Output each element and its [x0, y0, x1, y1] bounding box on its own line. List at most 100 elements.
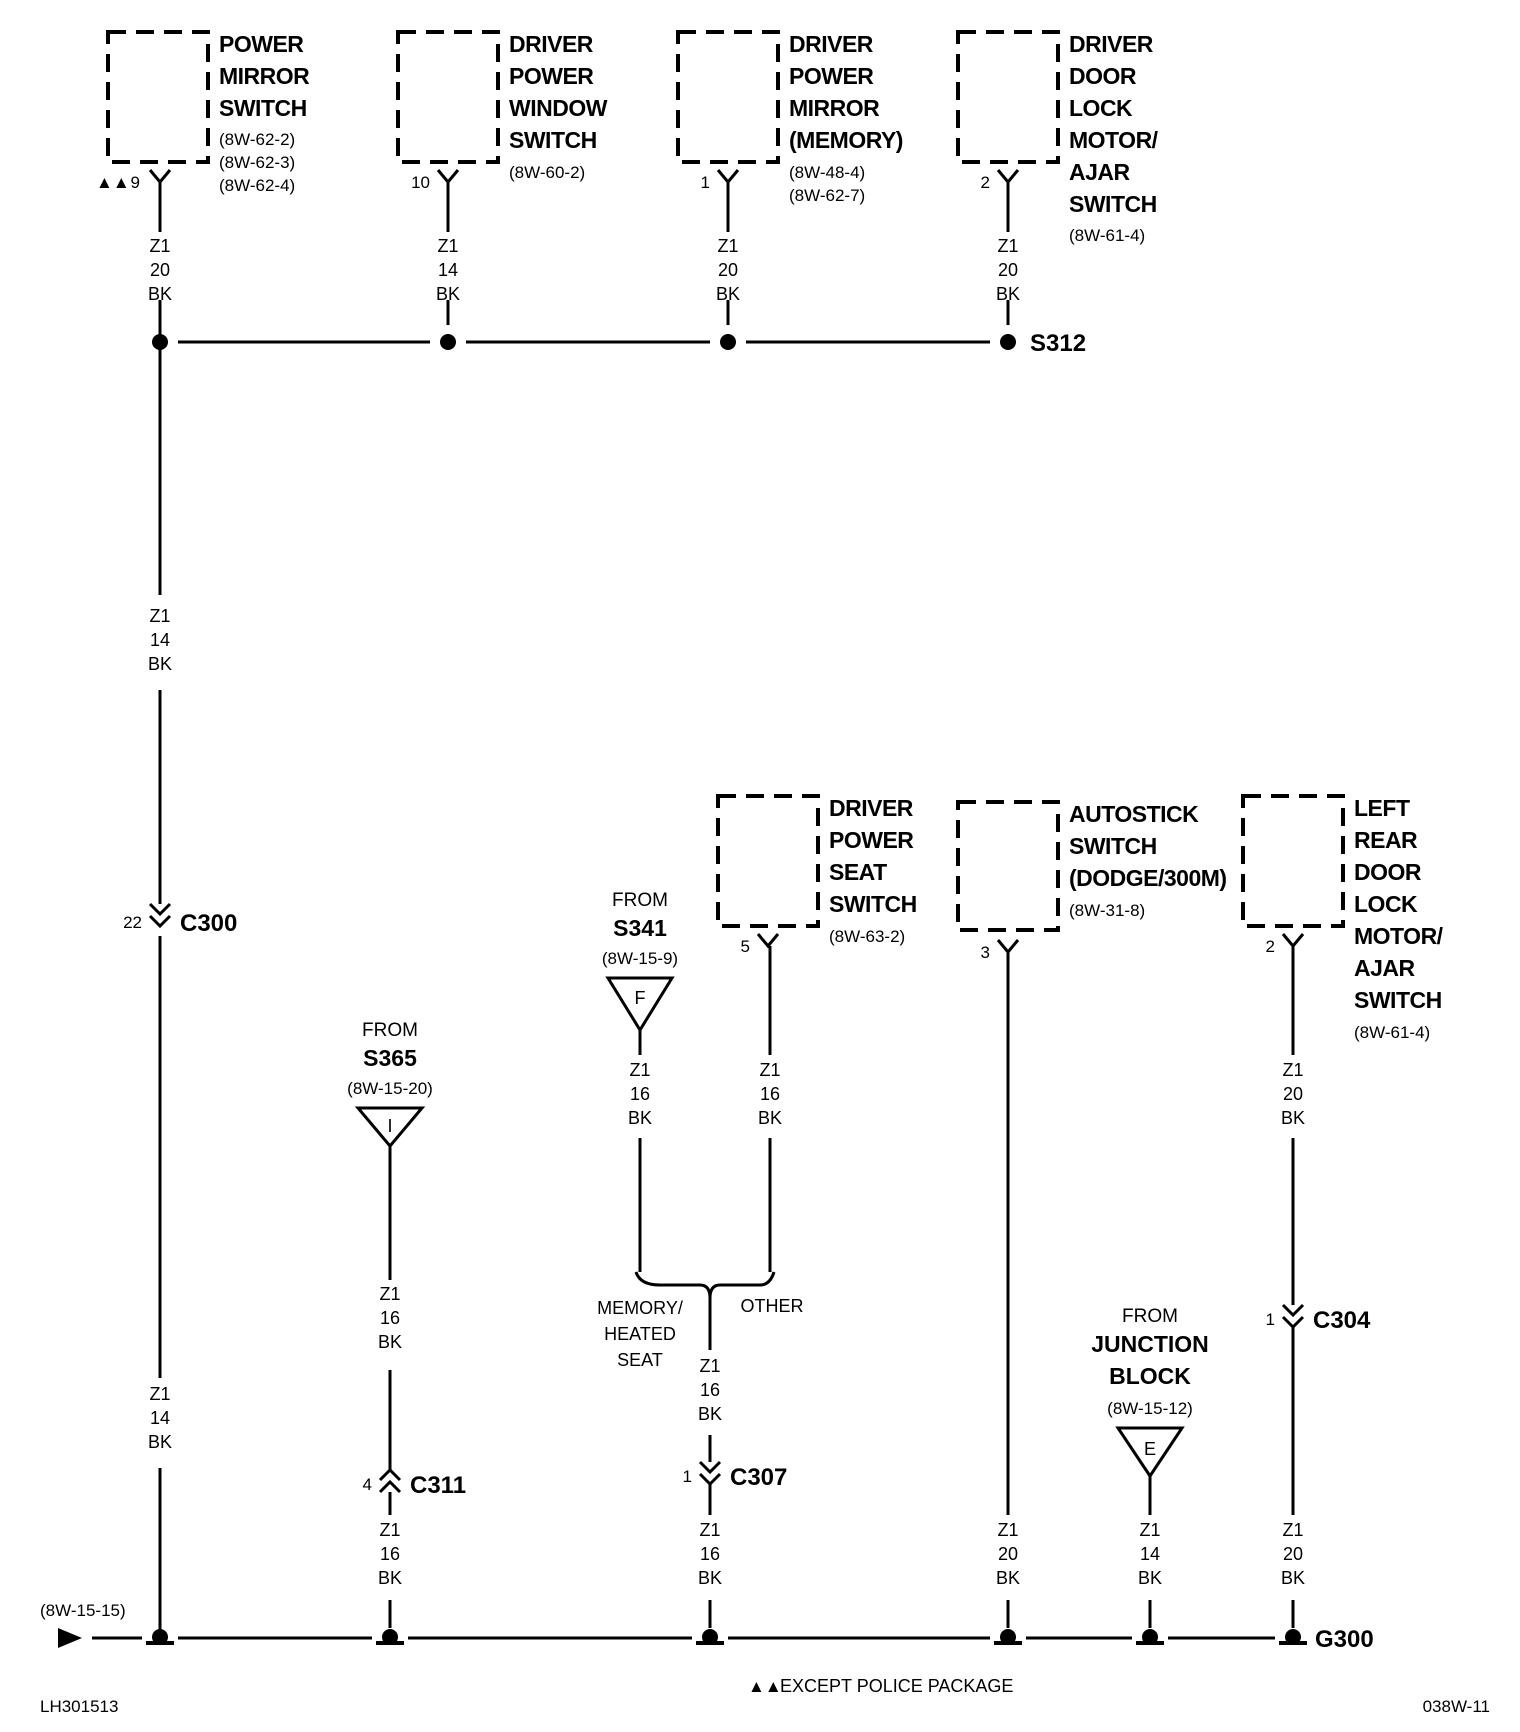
svg-text:BK: BK	[996, 284, 1020, 304]
driver-power-mirror-box	[676, 30, 780, 164]
svg-text:SWITCH: SWITCH	[829, 891, 917, 917]
connector-label: C304	[1313, 1307, 1371, 1334]
connector-pin: 22	[123, 913, 142, 932]
svg-text:(8W-15-12): (8W-15-12)	[1107, 1399, 1193, 1418]
svg-text:BK: BK	[758, 1108, 782, 1128]
svg-text:(8W-48-4): (8W-48-4)	[789, 163, 865, 182]
c300-connector	[148, 902, 172, 917]
svg-text:SWITCH: SWITCH	[1069, 833, 1157, 859]
svg-text:LEFT: LEFT	[1354, 795, 1410, 821]
driver-power-seat-switch-label: DRIVER POWER SEAT SWITCH (8W-63-2)	[829, 795, 917, 946]
svg-text:HEATED: HEATED	[604, 1324, 676, 1344]
splice-dot	[152, 334, 168, 350]
pin-y-3	[716, 169, 740, 185]
left-rear-door-lock-box	[1241, 794, 1345, 928]
power-mirror-switch-box	[106, 30, 210, 164]
left-rear-door-lock-label: LEFT REAR DOOR LOCK MOTOR/ AJAR SWITCH (…	[1354, 795, 1444, 1042]
svg-text:MIRROR: MIRROR	[219, 63, 310, 89]
svg-text:20: 20	[998, 1544, 1018, 1564]
splice-brace	[634, 1271, 776, 1299]
svg-text:BK: BK	[1281, 1568, 1305, 1588]
pin-number: 2	[1266, 937, 1275, 956]
svg-text:DOOR: DOOR	[1354, 859, 1422, 885]
svg-text:DRIVER: DRIVER	[509, 31, 594, 57]
ground-eyelet	[376, 1629, 404, 1645]
svg-text:(8W-15-20): (8W-15-20)	[347, 1079, 433, 1098]
svg-text:I: I	[387, 1116, 392, 1136]
svg-text:Z1: Z1	[997, 1520, 1018, 1540]
connector-pin: 1	[683, 1467, 692, 1486]
driver-power-mirror-label: DRIVER POWER MIRROR (MEMORY) (8W-48-4) (…	[789, 31, 903, 205]
svg-text:BK: BK	[628, 1108, 652, 1128]
connector-pin: 4	[363, 1475, 372, 1494]
svg-text:DRIVER: DRIVER	[789, 31, 874, 57]
pin-y-2	[436, 169, 460, 185]
autostick-switch-box	[956, 800, 1060, 932]
svg-text:SWITCH: SWITCH	[509, 127, 597, 153]
driver-door-lock-label: DRIVER DOOR LOCK MOTOR/ AJAR SWITCH (8W-…	[1069, 31, 1159, 245]
svg-text:Z1: Z1	[437, 236, 458, 256]
svg-text:(8W-61-4): (8W-61-4)	[1354, 1023, 1430, 1042]
c307-connector	[698, 1460, 722, 1475]
svg-text:(MEMORY): (MEMORY)	[789, 127, 903, 153]
pin-number: 5	[741, 937, 750, 956]
pin-y-6	[996, 939, 1020, 955]
svg-text:FROM: FROM	[1122, 1306, 1178, 1327]
svg-text:BK: BK	[996, 1568, 1020, 1588]
connector-label: C300	[180, 910, 237, 937]
footer-note-mark: ▲▲	[748, 1677, 782, 1696]
ground-eyelet	[696, 1629, 724, 1645]
svg-text:BK: BK	[378, 1568, 402, 1588]
svg-text:SEAT: SEAT	[617, 1350, 663, 1370]
ground-eyelet	[146, 1629, 174, 1645]
svg-text:20: 20	[1283, 1544, 1303, 1564]
c304-connector	[1281, 1303, 1305, 1318]
svg-text:Z1: Z1	[379, 1520, 400, 1540]
page-number: 038W-11	[1423, 1697, 1490, 1716]
ground-eyelet	[1136, 1629, 1164, 1645]
footer-note: EXCEPT POLICE PACKAGE	[780, 1676, 1013, 1696]
svg-text:E: E	[1144, 1439, 1156, 1459]
svg-text:POWER: POWER	[829, 827, 914, 853]
svg-text:Z1: Z1	[1282, 1060, 1303, 1080]
svg-text:Z1: Z1	[699, 1520, 720, 1540]
svg-text:BK: BK	[698, 1404, 722, 1424]
diagram-id: LH301513	[40, 1697, 118, 1716]
svg-text:20: 20	[1283, 1084, 1303, 1104]
svg-text:Z1: Z1	[379, 1284, 400, 1304]
svg-text:(DODGE/300M): (DODGE/300M)	[1069, 865, 1227, 891]
ground-eyelet	[994, 1629, 1022, 1645]
svg-text:AJAR: AJAR	[1354, 955, 1416, 981]
ground-feed-ref: (8W-15-15)	[40, 1601, 126, 1620]
pin-number: 9	[131, 173, 140, 192]
svg-text:BLOCK: BLOCK	[1109, 1363, 1191, 1389]
svg-text:SWITCH: SWITCH	[1354, 987, 1442, 1013]
svg-text:Z1: Z1	[1139, 1520, 1160, 1540]
svg-text:SWITCH: SWITCH	[1069, 191, 1157, 217]
svg-text:Z1: Z1	[629, 1060, 650, 1080]
svg-text:Z1: Z1	[759, 1060, 780, 1080]
svg-text:DOOR: DOOR	[1069, 63, 1137, 89]
option-memory-heated-seat: MEMORY/ HEATED SEAT	[597, 1298, 683, 1370]
pin-y-4	[996, 169, 1020, 185]
svg-text:AJAR: AJAR	[1069, 159, 1131, 185]
svg-text:LOCK: LOCK	[1354, 891, 1418, 917]
svg-text:14: 14	[150, 1408, 170, 1428]
svg-text:POWER: POWER	[509, 63, 594, 89]
pin-number: 1	[701, 173, 710, 192]
svg-text:BK: BK	[1281, 1108, 1305, 1128]
svg-text:Z1: Z1	[149, 606, 170, 626]
driver-power-window-switch-label: DRIVER POWER WINDOW SWITCH (8W-60-2)	[509, 31, 608, 182]
driver-door-lock-box	[956, 30, 1060, 164]
svg-text:AUTOSTICK: AUTOSTICK	[1069, 801, 1199, 827]
